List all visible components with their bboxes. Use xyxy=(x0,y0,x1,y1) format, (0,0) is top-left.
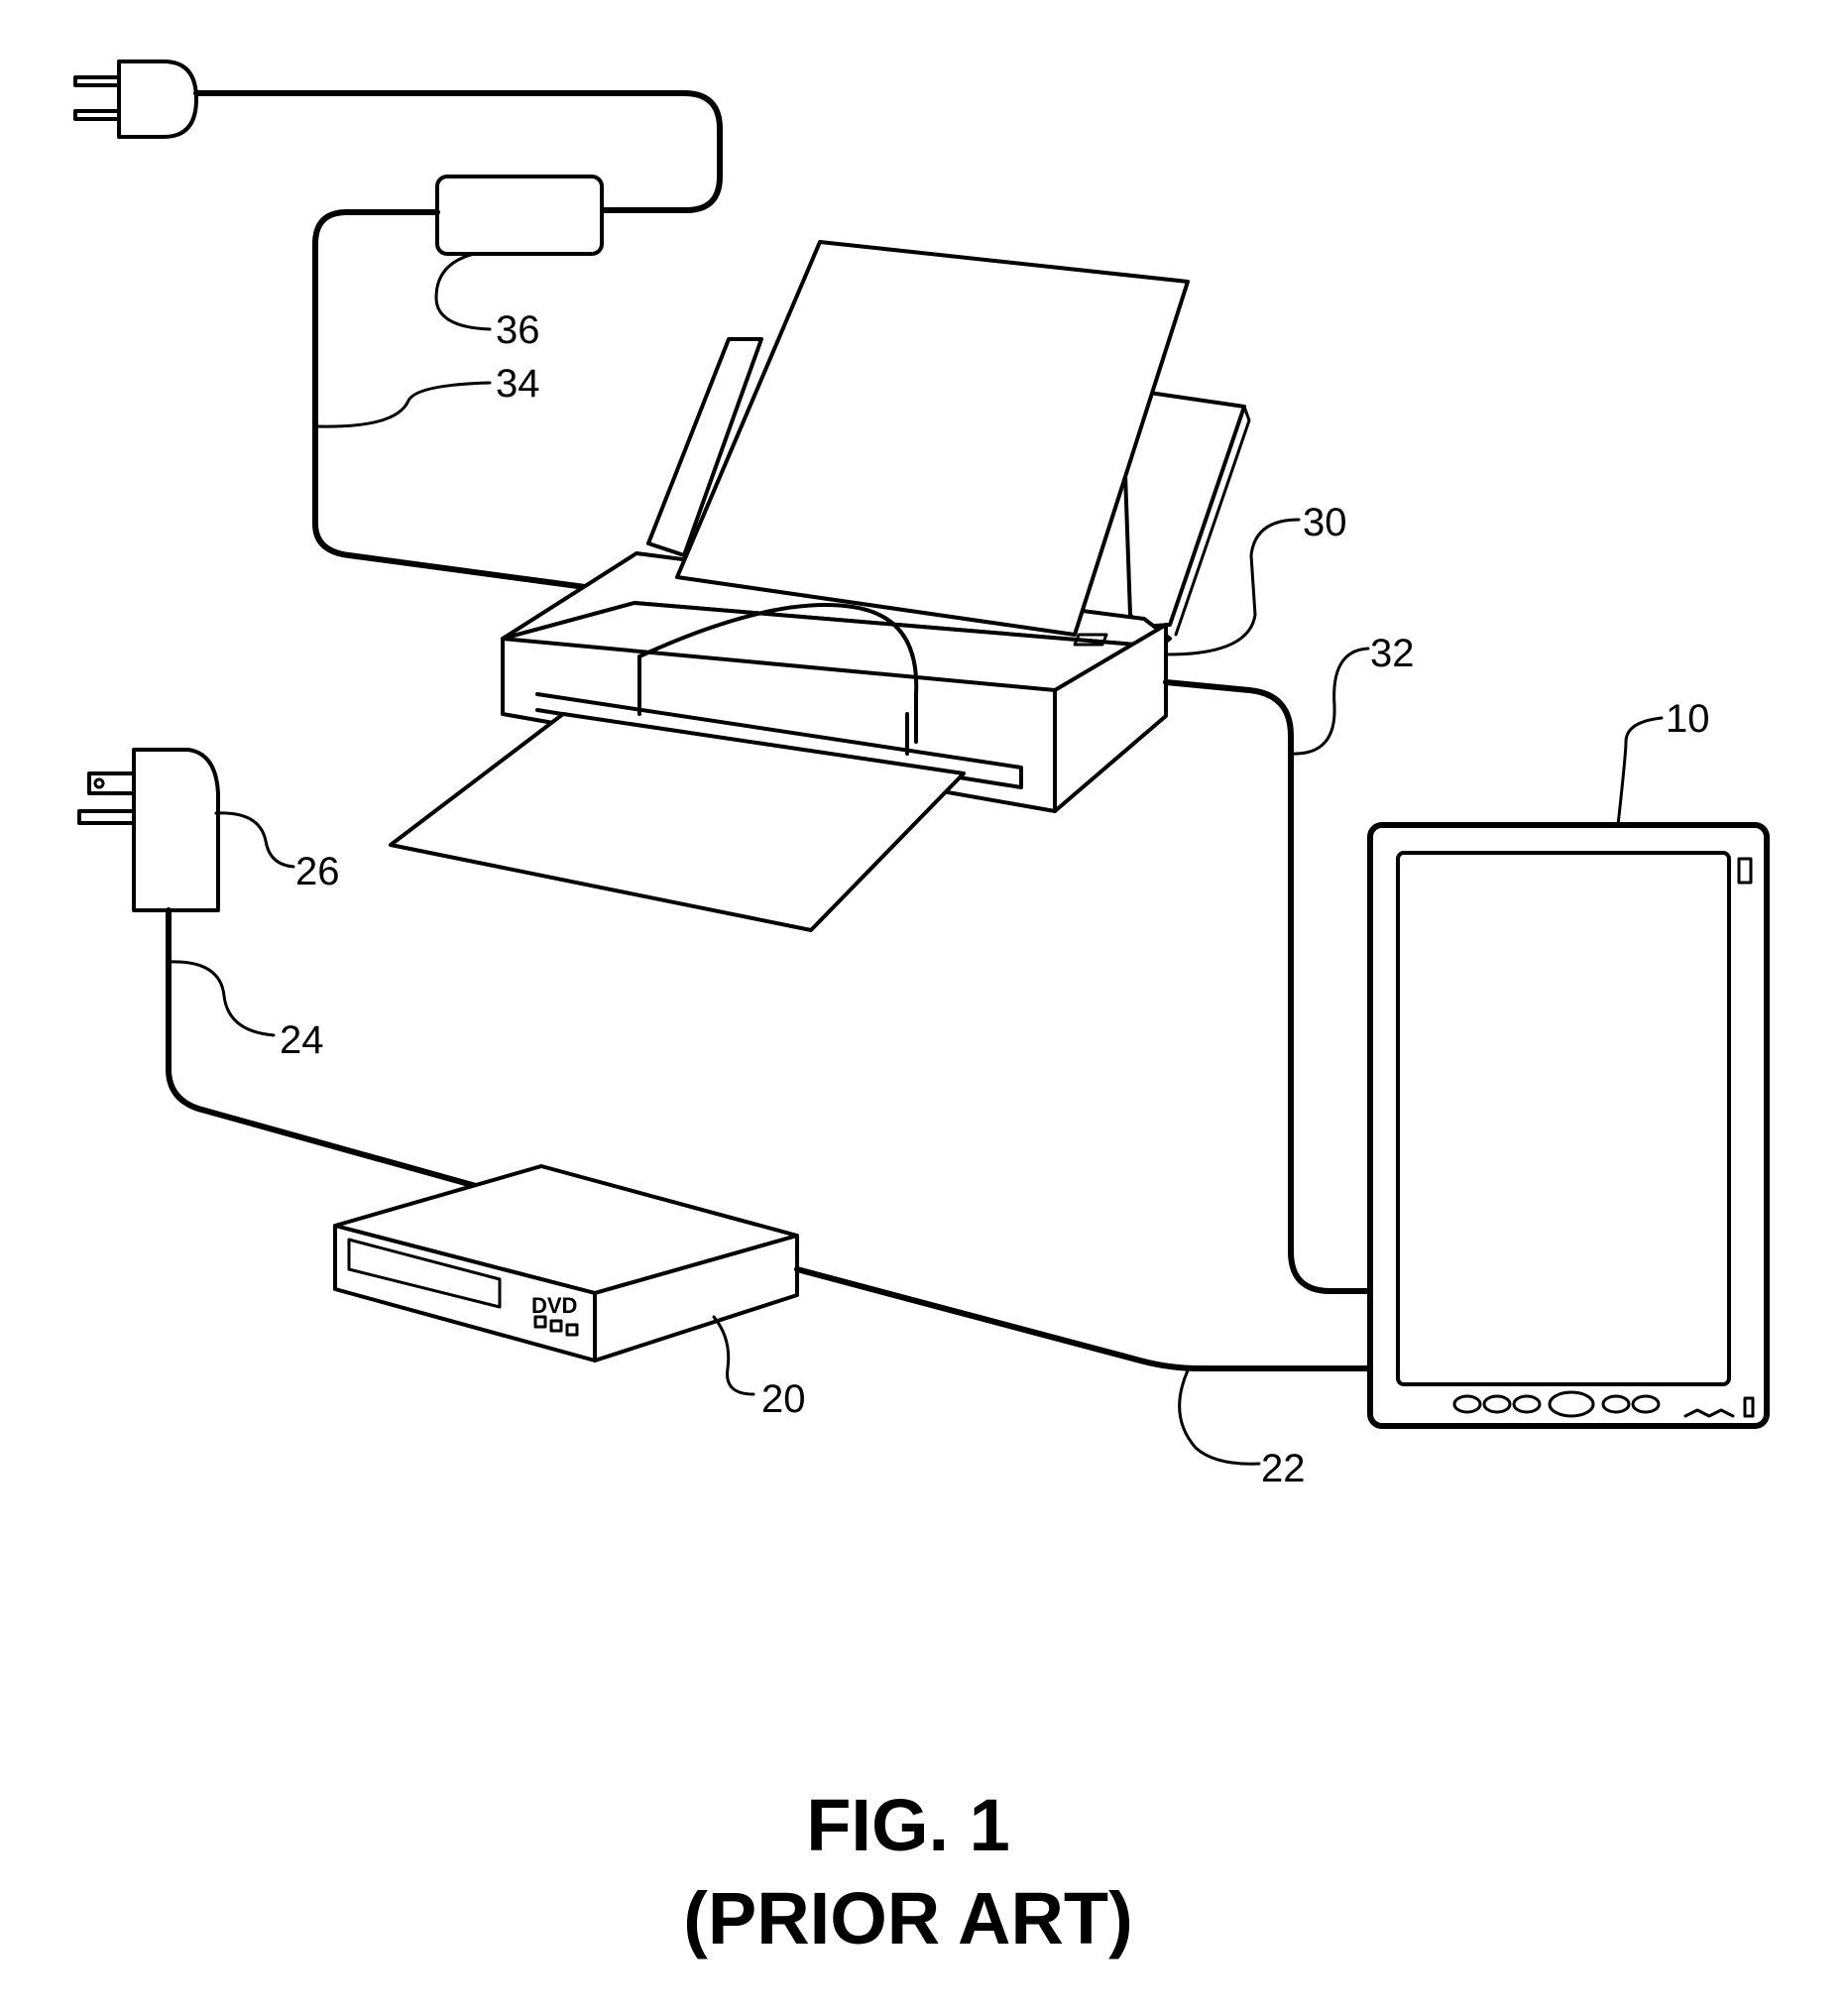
ref-24: 24 xyxy=(280,1018,324,1062)
dvd-video-cable xyxy=(797,1269,1378,1368)
ref-20: 20 xyxy=(761,1377,806,1421)
dvd-logo: DVD xyxy=(531,1293,577,1318)
figure-caption-title: FIG. 1 xyxy=(806,1784,1010,1866)
printer-data-cable xyxy=(1166,682,1378,1291)
ref-26: 26 xyxy=(295,850,340,893)
ref-34: 34 xyxy=(496,362,540,406)
ref-22: 22 xyxy=(1261,1447,1306,1490)
dvd-wall-adapter xyxy=(79,750,218,910)
tablet-device xyxy=(1370,825,1767,1426)
ref-32: 32 xyxy=(1370,632,1415,675)
printer-power-cord xyxy=(315,212,585,587)
printer-power-plug xyxy=(75,61,196,137)
ref-30: 30 xyxy=(1303,501,1347,544)
printer-power-brick xyxy=(437,177,602,254)
figure-caption-subtitle: (PRIOR ART) xyxy=(683,1877,1133,1959)
dvd-player: DVD xyxy=(335,1166,797,1361)
ref-36: 36 xyxy=(496,308,540,352)
ref-10: 10 xyxy=(1666,697,1710,741)
